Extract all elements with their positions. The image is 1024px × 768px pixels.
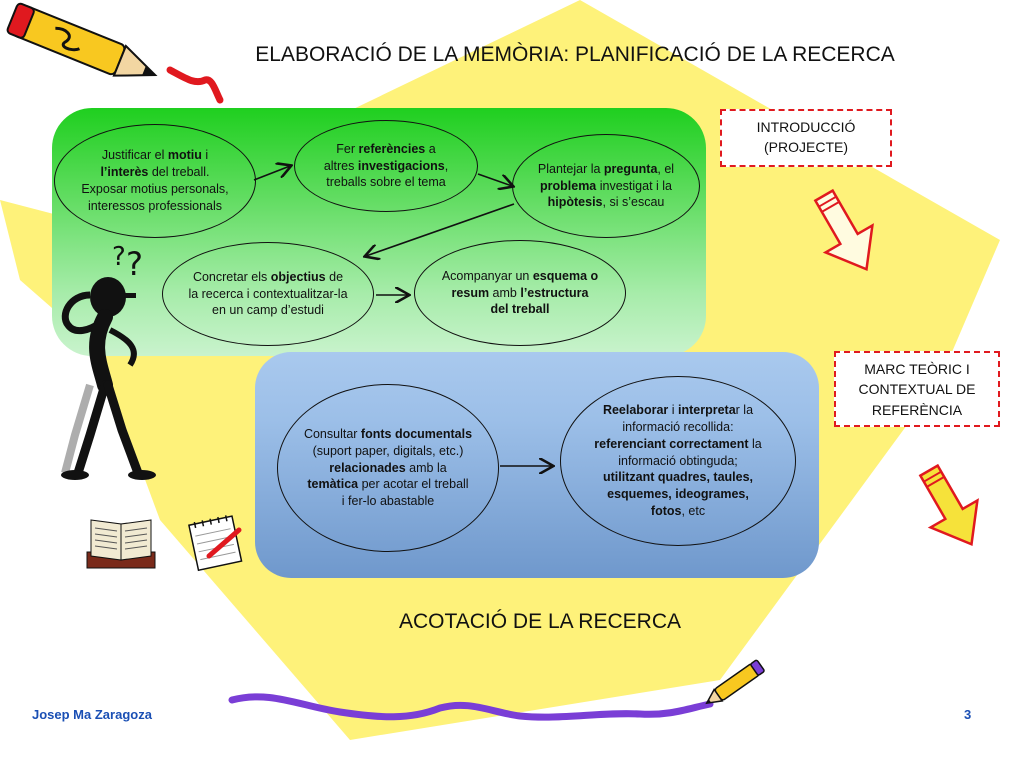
- small-pencil-icon: [705, 659, 765, 705]
- page-number: 3: [964, 707, 972, 722]
- section-subtitle: ACOTACIÓ DE LA RECERCA: [398, 610, 681, 633]
- node-consultar: Consultar fonts documentals(suport paper…: [277, 384, 499, 552]
- squiggle-line: [228, 693, 714, 721]
- thinking-man-icon: ? ?: [61, 242, 156, 480]
- arrow-plantejar-concretar: [366, 203, 515, 256]
- marc-line3: REFERÈNCIA: [871, 401, 963, 418]
- svg-text:?: ?: [112, 242, 126, 272]
- svg-text:?: ?: [126, 245, 143, 283]
- down-arrow-icon: [813, 188, 874, 272]
- intro-box: INTRODUCCIÓ (PROJECTE): [720, 109, 892, 167]
- page-title: ELABORACIÓ DE LA MEMÒRIA: PLANIFICACIÓ D…: [255, 43, 895, 66]
- marc-line1: MARC TEÒRIC I: [864, 361, 970, 377]
- intro-line1: INTRODUCCIÓ: [756, 119, 856, 135]
- author-footer: Josep Ma Zaragoza: [32, 707, 152, 722]
- arrow-referencies-plantejar: [477, 173, 512, 186]
- pencil-icon: [6, 2, 158, 77]
- intro-line2: (PROJECTE): [764, 139, 848, 156]
- marc-box: MARC TEÒRIC I CONTEXTUAL DE REFERÈNCIA: [834, 351, 1000, 427]
- red-squiggle: [166, 66, 224, 104]
- down-arrow-icon-2: [918, 463, 979, 547]
- book-icon: [86, 519, 156, 569]
- notepad-icon: [188, 515, 243, 572]
- marc-line2: CONTEXTUAL DE: [858, 381, 976, 398]
- arrow-justificar-referencies: [253, 166, 290, 181]
